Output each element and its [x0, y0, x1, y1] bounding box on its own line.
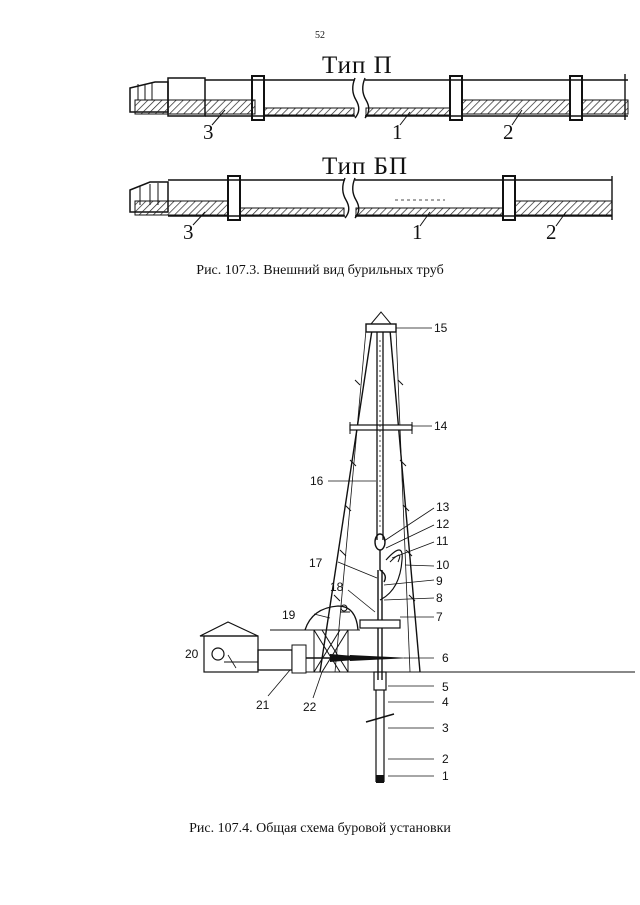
figure-caption-107-3: Рис. 107.3. Внешний вид бурильных труб — [196, 263, 444, 278]
rig-label-21: 21 — [256, 698, 270, 712]
rig-label-22: 22 — [303, 700, 317, 714]
rig-label-12: 12 — [436, 517, 450, 531]
pipe-bp-part-2: 2 — [546, 220, 557, 244]
rig-label-3: 3 — [442, 721, 449, 735]
rig-label-17: 17 — [309, 556, 323, 570]
pipe-type-bp-label: Тип БП — [322, 153, 409, 180]
rig-label-19: 19 — [282, 608, 296, 622]
rig-label-9: 9 — [436, 574, 443, 588]
rig-label-14: 14 — [434, 419, 448, 433]
rig-label-4: 4 — [442, 695, 449, 709]
page-number: 52 — [315, 30, 325, 41]
rig-label-6: 6 — [442, 651, 449, 665]
rig-label-5: 5 — [442, 680, 449, 694]
rig-label-2: 2 — [442, 752, 449, 766]
rig-label-16: 16 — [310, 474, 324, 488]
rig-label-15: 15 — [434, 321, 448, 335]
rig-label-8: 8 — [436, 591, 443, 605]
rig-label-20: 20 — [185, 647, 199, 661]
pipe-p-part-3: 3 — [203, 120, 214, 144]
rig-label-11: 11 — [436, 534, 449, 548]
pipe-type-p-label: Тип П — [322, 52, 393, 79]
rig-label-10: 10 — [436, 558, 450, 572]
figure-caption-107-4: Рис. 107.4. Общая схема буровой установк… — [189, 821, 451, 836]
pipe-type-p — [129, 74, 629, 126]
pipe-p-part-1: 1 — [392, 120, 403, 144]
pipe-bp-part-3: 3 — [183, 220, 194, 244]
rig-label-7: 7 — [436, 610, 443, 624]
pipe-bp-part-1: 1 — [412, 220, 423, 244]
pipe-p-part-2: 2 — [503, 120, 514, 144]
rig-label-18: 18 — [330, 580, 344, 594]
pipe-type-bp — [129, 175, 613, 227]
rig-label-13: 13 — [436, 500, 450, 514]
rig-label-1: 1 — [442, 769, 449, 783]
